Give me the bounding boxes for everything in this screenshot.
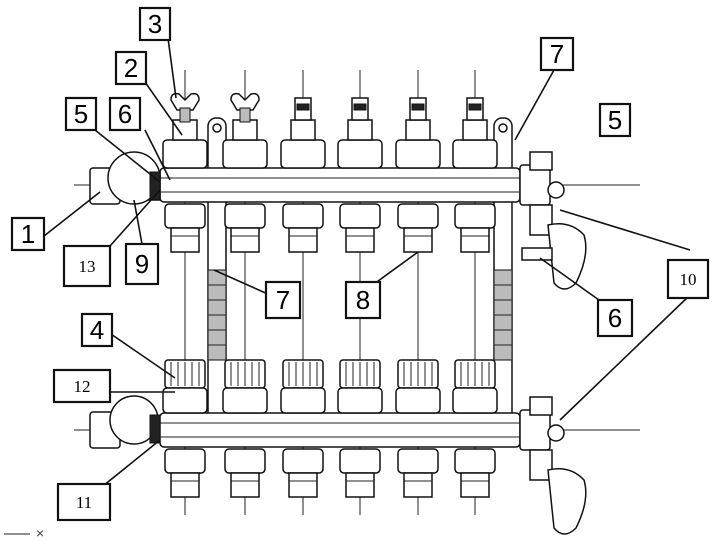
top-valve-body [222,139,268,169]
top-outlet-nut [403,227,433,253]
svg-text:9: 9 [135,249,149,279]
top-outlet-fitting [224,203,266,229]
top-valve-body [337,139,383,169]
bottom-valve-body [280,387,326,414]
outlets [162,92,498,498]
callout-8: 8 [344,280,382,320]
svg-text:7: 7 [276,285,290,315]
svg-text:4: 4 [90,315,104,345]
drain-valve-top [547,223,587,290]
callout-6-left: 6 [108,96,142,132]
svg-text:3: 3 [148,9,162,39]
svg-text:13: 13 [79,257,96,276]
top-valve-neck [232,119,258,141]
top-valve-neck [462,119,488,141]
callout-9: 9 [124,242,160,286]
svg-text:8: 8 [356,285,370,315]
svg-text:6: 6 [118,99,132,129]
callout-7-middle: 7 [264,280,302,320]
drain-valve-bottom [547,468,587,535]
callout-6-right: 6 [596,298,634,338]
top-outlet-nut [460,227,490,253]
bottom-outlet-nut [288,472,318,498]
top-valve-body [395,139,441,169]
top-manifold [89,151,587,290]
callout-1: 1 [10,216,46,252]
top-valve-body [162,139,208,169]
bottom-outlet-nut [460,472,490,498]
top-outlet-nut [170,227,200,253]
callout-11: 11 [56,482,112,522]
top-valve-neck [347,119,373,141]
bottom-outlet-nut [345,472,375,498]
callout-10: 10 [666,258,710,300]
top-valve-stem [239,107,251,123]
top-outlet-nut [230,227,260,253]
top-valve-thread [411,103,425,111]
top-outlet-fitting [397,203,439,229]
svg-text:7: 7 [550,39,564,69]
bottom-manifold [89,395,587,535]
bottom-valve-body [395,387,441,414]
top-valve-neck [405,119,431,141]
bottom-valve-body [337,387,383,414]
callout-12: 12 [52,368,112,404]
top-outlet-nut [288,227,318,253]
bottom-outlet-fitting [164,448,206,474]
callout-13: 13 [62,244,112,288]
top-outlet-fitting [454,203,496,229]
svg-text:5: 5 [74,99,88,129]
svg-text:6: 6 [608,303,622,333]
callout-2: 2 [114,50,148,86]
bottom-outlet-fitting [454,448,496,474]
svg-text:1: 1 [21,219,35,249]
bottom-valve-body [162,387,208,414]
top-valve-body [452,139,498,169]
svg-text:2: 2 [124,53,138,83]
bottom-valve-body [222,387,268,414]
bottom-outlet-fitting [397,448,439,474]
bottom-outlet-fitting [224,448,266,474]
top-valve-thread [296,103,310,111]
callout-5-right: 5 [598,102,632,138]
butterfly-handle-icon [230,92,260,111]
callout-3: 3 [138,6,172,42]
butterfly-handle-icon [170,92,200,111]
svg-text:10: 10 [680,270,697,289]
bottom-outlet-fitting [282,448,324,474]
top-outlet-nut [345,227,375,253]
top-valve-neck [290,119,316,141]
top-valve-body [280,139,326,169]
top-outlet-fitting [164,203,206,229]
top-valve-stem [179,107,191,123]
top-outlet-fitting [282,203,324,229]
bottom-outlet-fitting [339,448,381,474]
top-outlet-fitting [339,203,381,229]
bottom-outlet-nut [170,472,200,498]
callout-7-top: 7 [539,36,575,72]
top-valve-thread [468,103,482,111]
bottom-outlet-nut [230,472,260,498]
svg-text:5: 5 [608,105,622,135]
callout-5-left: 5 [64,96,98,132]
top-valve-thread [353,103,367,111]
svg-text:11: 11 [76,493,92,512]
corner-mark: × [4,525,44,541]
svg-text:12: 12 [74,377,91,396]
bottom-outlet-nut [403,472,433,498]
callout-4: 4 [80,312,114,348]
bottom-valve-body [452,387,498,414]
svg-text:×: × [36,525,44,540]
top-valve-neck [172,119,198,141]
